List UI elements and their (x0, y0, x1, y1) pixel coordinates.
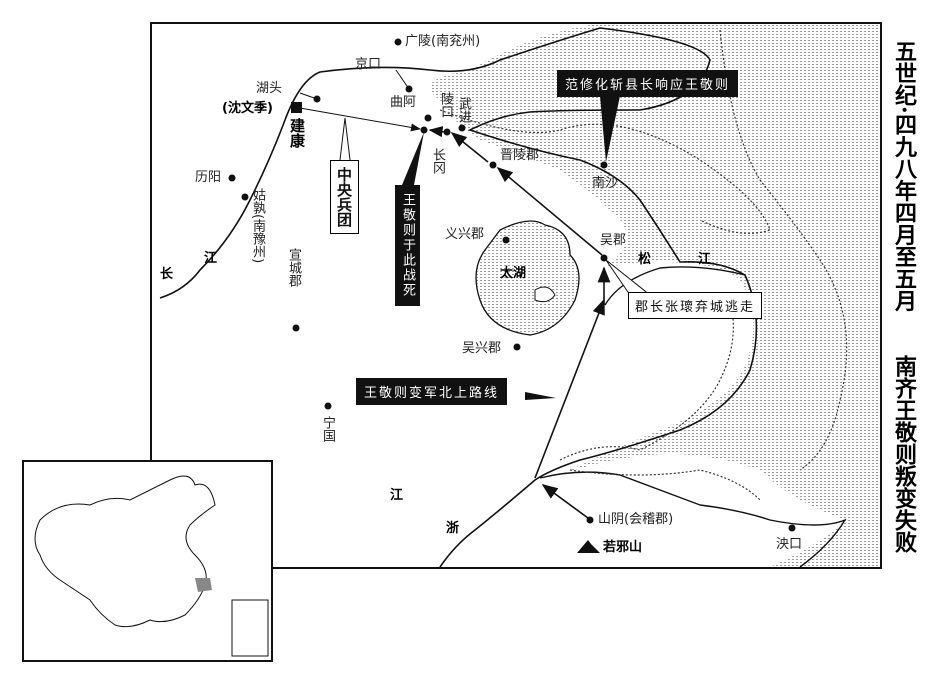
label-jinling: 晋陵郡 (500, 148, 540, 163)
yangtze-south-bank (159, 27, 758, 568)
label-jiang-song: 江 (698, 252, 712, 267)
route-line-1 (534, 298, 605, 479)
callout-route: 王敬则变军北上路线 (356, 378, 508, 405)
label-jiankang: 建康 (288, 118, 306, 148)
label-wuxing: 吴兴郡 (462, 341, 502, 356)
mountain-icon (577, 540, 600, 553)
label-qua: 曲阿 (390, 95, 417, 110)
sea-area (430, 24, 880, 567)
label-zhe: 浙 (446, 521, 460, 536)
label-wujun: 吴郡 (600, 233, 627, 248)
label-shen-wenji: (沈文季) (222, 101, 273, 116)
label-lingkou: 陵口 (438, 92, 453, 118)
shanyin-route (541, 484, 589, 519)
label-gushu: 姑孰(南豫州) (250, 188, 265, 264)
zhejiang-north-bank (539, 471, 847, 568)
route-line-3 (496, 166, 603, 256)
callout-zhang-gui: 郡长张瓌弃城逃走 (628, 292, 763, 319)
label-jiang-chang: 江 (204, 251, 218, 266)
label-wujin: 武进 (456, 97, 471, 123)
label-taihu: 太湖 (500, 266, 527, 281)
label-hutou: 湖头 (256, 81, 283, 96)
place-dots (228, 38, 796, 532)
label-chang: 长 (160, 267, 174, 282)
label-xuancheng: 宣城郡 (286, 248, 301, 287)
songjiang-river (604, 266, 746, 306)
label-ningguo: 宁国 (320, 416, 335, 442)
callout-central-army: 中央兵团 (330, 160, 359, 234)
label-jingkou: 京口 (355, 57, 382, 72)
label-nansha: 南沙 (592, 176, 619, 191)
callout-fan-xiuhua: 范修化斩县长响应王敬则 (557, 70, 739, 97)
callout-died-here: 王敬则于此战死 (395, 185, 420, 306)
label-jiang-zhe: 江 (390, 488, 404, 503)
label-ruoye: 若邪山 (603, 540, 643, 555)
label-liyang: 历阳 (195, 170, 222, 185)
label-song: 松 (638, 252, 652, 267)
central-army-route (299, 107, 421, 132)
map-title-date: 五世纪·四九八年四月至五月 (891, 40, 917, 312)
jiankang-capital-marker (291, 102, 302, 113)
label-shanyin: 山阴(会稽郡) (598, 512, 674, 527)
label-guangling: 广陵(南兖州) (405, 34, 481, 49)
route-line-4 (450, 131, 489, 163)
map-title-event: 南齐王敬则叛变失败 (891, 355, 917, 553)
label-yangkou: 泱口 (776, 537, 803, 552)
inset-china-outline (34, 475, 216, 628)
label-changgang: 长冈 (430, 148, 445, 174)
route-line-5 (428, 126, 446, 138)
taihu-lake (475, 220, 580, 336)
label-yixing: 义兴郡 (445, 227, 485, 242)
